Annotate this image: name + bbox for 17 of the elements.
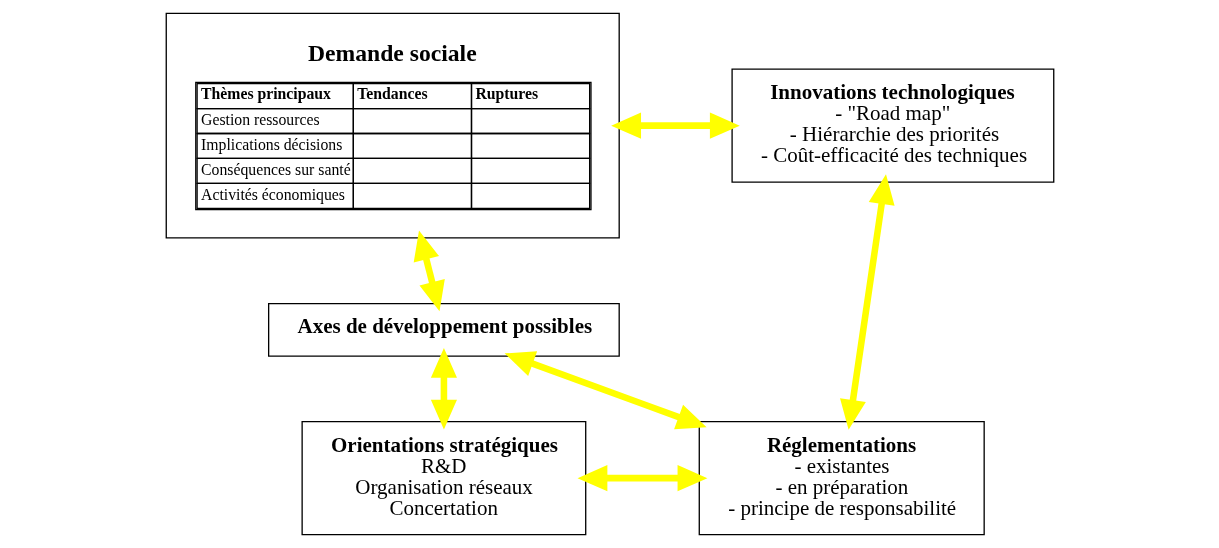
label: Thèmes principaux [200,84,331,102]
arrow [413,230,445,312]
label: Implications décisions [200,136,342,154]
label: Activités économiques [200,185,345,203]
node-box: Réglementations - existantes - en préparation - principe de responsabilité [698,421,985,536]
node-box: Innovations technologiques - "Road map" - Hiérarchie des priorités - Coût-efficacité des techniques [730,68,1054,183]
node-box: Axes de développement possibles [267,302,620,357]
arrow [430,347,457,430]
arrow [839,174,895,430]
label: Tendances [356,84,428,102]
arrow [504,351,707,430]
label: Gestion ressources [200,111,320,129]
node-box: Orientations stratégiques R&D Organisation réseaux Concertation [300,421,586,536]
label: Ruptures [474,84,538,102]
label: Conséquences sur santé [200,161,351,179]
arrow [610,112,740,139]
arrow [577,465,707,492]
